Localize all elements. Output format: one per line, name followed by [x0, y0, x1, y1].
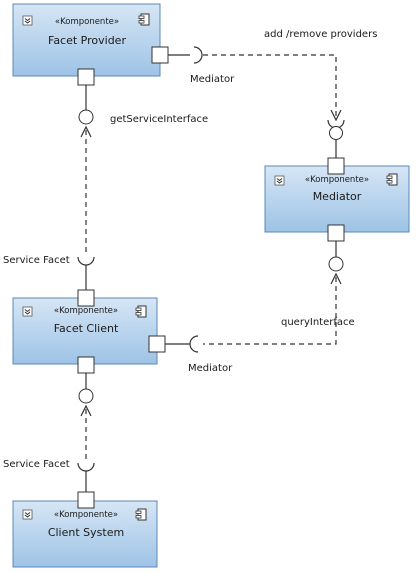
- mediator-bottom-lollipop: [328, 256, 344, 272]
- get-service-interface-label: getServiceInterface: [110, 114, 208, 125]
- client-system-top-port[interactable]: [77, 491, 95, 509]
- client-bottom-port[interactable]: [77, 356, 95, 374]
- stereotype-label: «Komponente»: [54, 306, 118, 316]
- collapse-chevron-icon[interactable]: [22, 509, 33, 520]
- provider-mediator-socket: [193, 46, 203, 64]
- client-right-port[interactable]: [148, 335, 166, 353]
- component-name: Mediator: [313, 190, 362, 203]
- collapse-chevron-icon[interactable]: [274, 175, 285, 186]
- component-name: Facet Client: [54, 322, 119, 335]
- provider-right-port[interactable]: [151, 46, 169, 64]
- add-remove-arrowhead: [330, 109, 342, 122]
- client-system-top-socket: [77, 462, 95, 472]
- client-top-socket: [77, 256, 95, 266]
- component-facet-provider[interactable]: «Komponente» Facet Provider: [12, 3, 161, 77]
- provider-bottom-port[interactable]: [77, 68, 95, 86]
- component-icon: [135, 508, 147, 521]
- stereotype-label: «Komponente»: [55, 17, 119, 27]
- component-name: Facet Provider: [48, 34, 126, 47]
- component-name: Client System: [48, 526, 124, 539]
- mediator-port-label-bottom: Mediator: [188, 363, 233, 374]
- client-right-socket: [189, 335, 199, 353]
- add-remove-providers-connector: [203, 54, 337, 118]
- component-mediator[interactable]: «Komponente» Mediator: [264, 165, 410, 233]
- component-facet-client[interactable]: «Komponente» Facet Client: [12, 297, 158, 365]
- client-system-arrowhead: [80, 404, 92, 417]
- client-bottom-lollipop: [78, 388, 94, 404]
- stereotype-label: «Komponente»: [54, 510, 118, 520]
- mediator-top-lollipop: [329, 126, 343, 140]
- query-interface-label: queryInterface: [281, 317, 355, 328]
- collapse-chevron-icon[interactable]: [22, 306, 33, 317]
- mediator-port-label-top: Mediator: [190, 74, 235, 85]
- service-facet-label-2: Service Facet: [3, 459, 70, 470]
- component-icon: [386, 173, 398, 186]
- get-service-arrowhead: [80, 125, 92, 138]
- component-icon: [138, 13, 150, 26]
- query-interface-arrowhead: [330, 272, 342, 285]
- add-remove-providers-label: add /remove providers: [264, 29, 377, 40]
- stereotype-label: «Komponente»: [305, 175, 369, 185]
- mediator-bottom-port[interactable]: [327, 224, 345, 242]
- component-client-system[interactable]: «Komponente» Client System: [12, 500, 158, 568]
- provider-bottom-lollipop: [78, 109, 94, 125]
- component-icon: [135, 305, 147, 318]
- collapse-chevron-icon[interactable]: [22, 15, 33, 26]
- client-top-port[interactable]: [77, 289, 95, 307]
- query-interface-connector: [203, 277, 337, 345]
- service-facet-label-1: Service Facet: [3, 255, 70, 266]
- mediator-top-port[interactable]: [327, 157, 345, 175]
